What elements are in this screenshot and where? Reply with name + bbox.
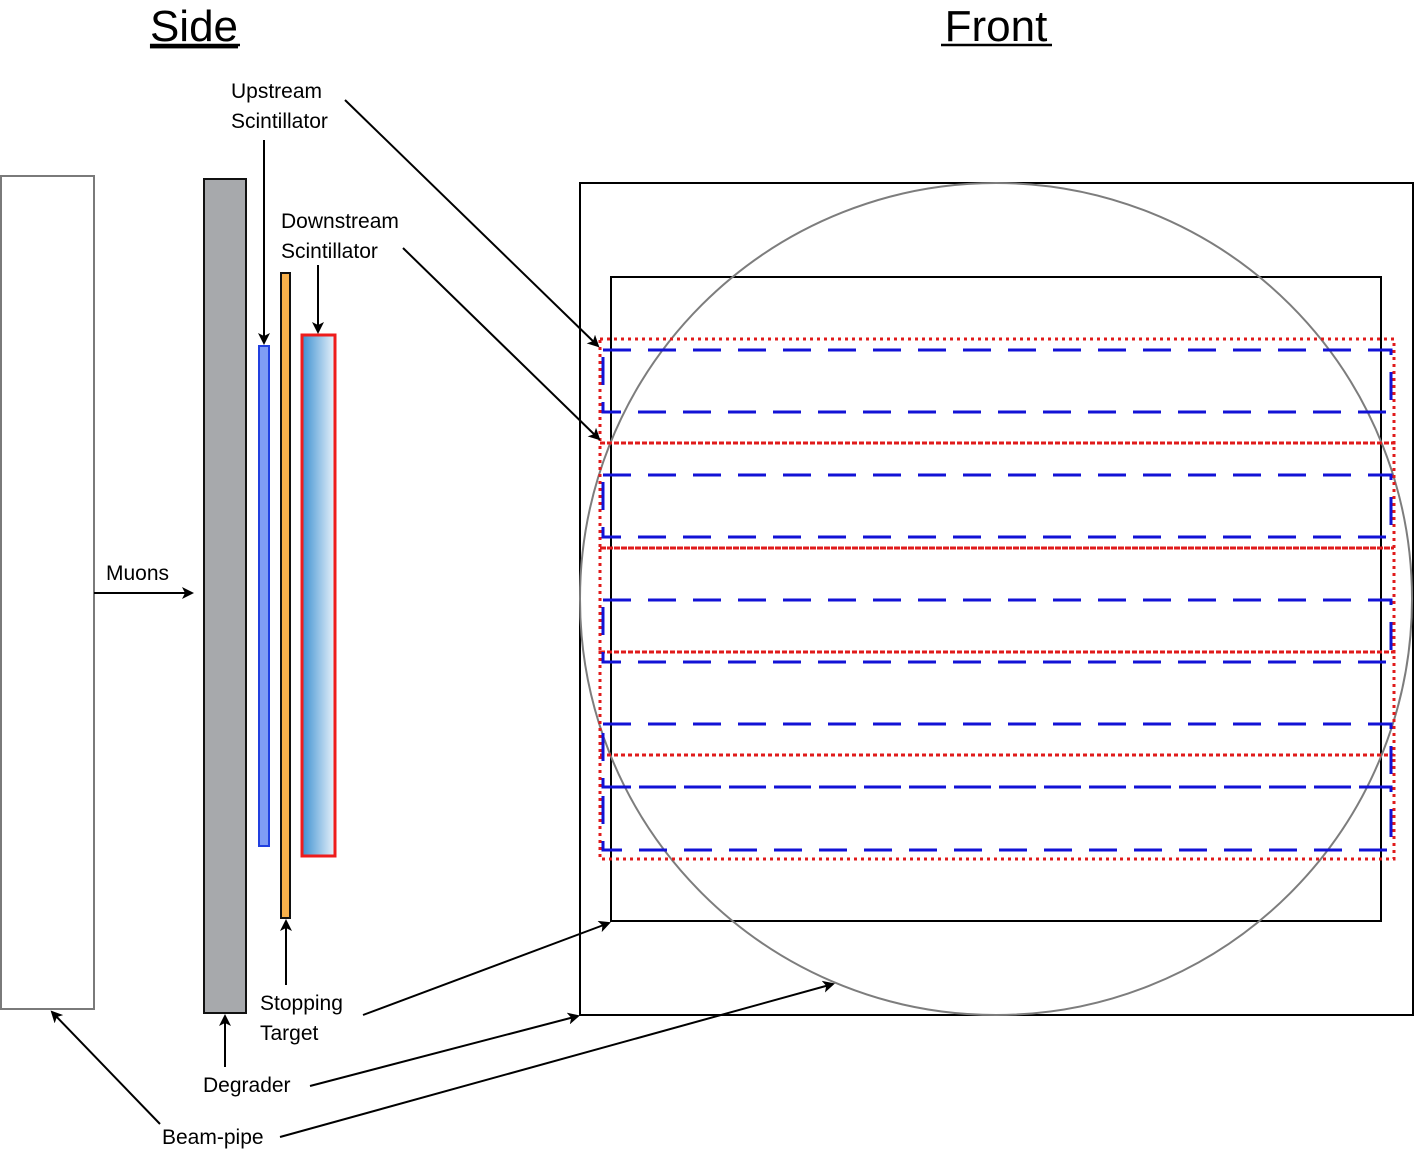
downstream-arrow-front (402, 247, 601, 441)
degrader-label: Degrader (203, 1074, 291, 1097)
downstream-bar-5 (598, 753, 1396, 861)
beam-pipe-arrow-side (50, 1010, 161, 1125)
front-heading: Front (945, 2, 1048, 51)
downstream-bar-2 (598, 441, 1396, 550)
side-heading: Side (150, 2, 238, 51)
downstream-label-line1: Downstream (281, 210, 399, 233)
side-beam-pipe (0, 175, 95, 1010)
upstream-bar-4 (601, 722, 1393, 789)
downstream-bar-1 (598, 337, 1396, 445)
stopping-label-line1: Stopping (260, 992, 343, 1015)
front-downstream-scintillator-bars (598, 337, 1396, 861)
upstream-label-line1: Upstream (231, 80, 322, 103)
beam-pipe-arrow-front (279, 980, 835, 1138)
front-stopping-target-outline (610, 276, 1382, 922)
upstream-bar-3 (601, 598, 1393, 664)
downstream-bar-3 (598, 546, 1396, 654)
upstream-bar-5 (601, 785, 1393, 852)
upstream-label-line2: Scintillator (231, 110, 328, 133)
degrader-arrow-front (309, 1012, 580, 1087)
stopping-label-line2: Target (260, 1022, 319, 1045)
side-upstream-scintillator (258, 345, 270, 847)
upstream-arrow-front (344, 99, 600, 348)
side-stopping-target (280, 272, 291, 919)
beam-pipe-label: Beam-pipe (162, 1126, 264, 1149)
front-beam-pipe-circle (579, 182, 1413, 1016)
stopping-arrow-front (362, 920, 611, 1016)
muons-label: Muons (106, 562, 169, 585)
downstream-label-line2: Scintillator (281, 240, 378, 263)
side-degrader (203, 178, 247, 1014)
front-upstream-scintillator-bars (601, 348, 1393, 852)
upstream-bar-1 (601, 348, 1393, 414)
side-downstream-scintillator (300, 333, 337, 858)
downstream-bar-4 (598, 650, 1396, 757)
upstream-bar-2 (601, 473, 1393, 539)
annotation-arrows (50, 99, 835, 1138)
